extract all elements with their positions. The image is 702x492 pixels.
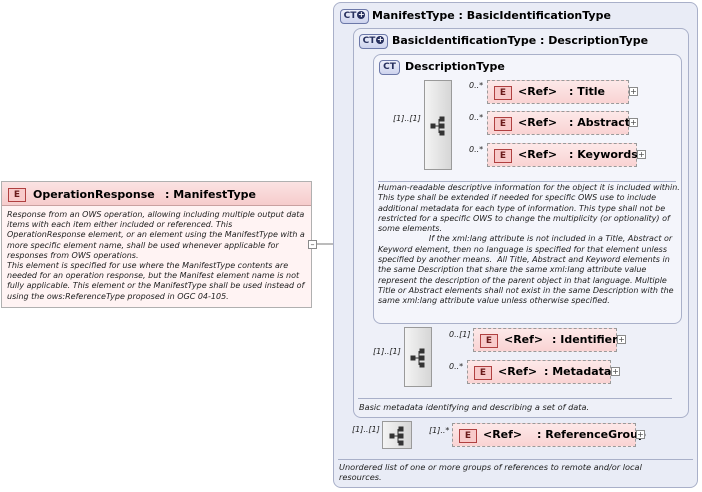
abstract-occurrence: 0..* xyxy=(469,113,484,122)
metadata-occurrence: 0..* xyxy=(449,362,464,371)
sequence-occurrence: [1]..[1] xyxy=(352,425,380,434)
divider xyxy=(358,398,672,399)
element-badge: E xyxy=(459,429,477,443)
element-name: : Abstract xyxy=(569,116,631,129)
complex-type-badge: CT xyxy=(379,60,400,75)
element-ref: <Ref> xyxy=(504,333,544,346)
manifest-type-doc: Unordered list of one or more groups of … xyxy=(339,462,645,483)
divider xyxy=(338,459,693,460)
divider xyxy=(378,181,676,182)
element-ref: <Ref> xyxy=(498,365,538,378)
sequence-occurrence: [1]..[1] xyxy=(393,114,421,123)
basic-identification-sequence[interactable] xyxy=(404,327,432,387)
basic-identification-type-title: BasicIdentificationType : DescriptionTyp… xyxy=(392,34,649,47)
sequence-occurrence: [1]..[1] xyxy=(373,347,401,356)
expand-title-button[interactable]: + xyxy=(629,87,638,96)
referencegroup-occurrence: [1]..* xyxy=(429,426,450,435)
operation-response-name: OperationResponse xyxy=(33,188,155,201)
manifest-sequence[interactable] xyxy=(382,421,412,449)
expand-metadata-button[interactable]: + xyxy=(611,367,620,376)
basic-identification-type-doc: Basic metadata identifying and describin… xyxy=(359,402,590,412)
operation-response-doc: Response from an OWS operation, allowing… xyxy=(7,210,305,301)
description-type-doc: Human-readable descriptive information f… xyxy=(378,183,680,306)
element-name: : ReferenceGroup xyxy=(537,428,646,441)
operation-response-type: : ManifestType xyxy=(165,188,256,201)
metadata-element[interactable]: E <Ref> : Metadata xyxy=(467,360,611,384)
description-sequence[interactable] xyxy=(424,80,452,170)
complex-type-badge: CT+ xyxy=(340,9,369,24)
expand-keywords-button[interactable]: + xyxy=(637,150,646,159)
keywords-element[interactable]: E <Ref> : Keywords xyxy=(487,143,638,167)
expand-identifier-button[interactable]: + xyxy=(617,335,626,344)
expand-abstract-button[interactable]: + xyxy=(629,118,638,127)
collapse-toggle[interactable]: – xyxy=(308,240,317,249)
title-occurrence: 0..* xyxy=(469,81,484,90)
element-badge: E xyxy=(494,149,512,163)
description-type-title: DescriptionType xyxy=(405,60,505,73)
operation-response-element[interactable]: E OperationResponse : ManifestType Respo… xyxy=(1,181,312,308)
abstract-element[interactable]: E <Ref> : Abstract xyxy=(487,111,631,135)
identifier-element[interactable]: E <Ref> : Identifier xyxy=(473,328,618,352)
referencegroup-element[interactable]: E <Ref> : ReferenceGroup xyxy=(452,423,646,447)
complex-type-badge: CT+ xyxy=(359,34,388,49)
manifest-type-title: ManifestType : BasicIdentificationType xyxy=(372,9,611,22)
element-badge: E xyxy=(480,334,498,348)
title-element[interactable]: E <Ref> : Title xyxy=(487,80,629,104)
element-name: : Identifier xyxy=(552,333,618,346)
element-ref: <Ref> xyxy=(518,85,558,98)
element-ref: <Ref> xyxy=(483,428,523,441)
element-name: : Keywords xyxy=(569,148,638,161)
keywords-occurrence: 0..* xyxy=(469,145,484,154)
element-badge: E xyxy=(494,117,512,131)
sequence-icon xyxy=(389,426,404,446)
sequence-icon xyxy=(410,348,425,368)
element-name: : Title xyxy=(569,85,605,98)
identifier-occurrence: 0..[1] xyxy=(449,330,471,339)
expand-referencegroup-button[interactable]: + xyxy=(636,430,645,439)
sequence-icon xyxy=(430,116,445,136)
element-ref: <Ref> xyxy=(518,116,558,129)
element-badge: E xyxy=(494,86,512,100)
element-name: : Metadata xyxy=(544,365,612,378)
element-badge: E xyxy=(474,366,492,380)
element-ref: <Ref> xyxy=(518,148,558,161)
operation-response-header xyxy=(2,182,311,206)
element-badge: E xyxy=(8,188,26,202)
